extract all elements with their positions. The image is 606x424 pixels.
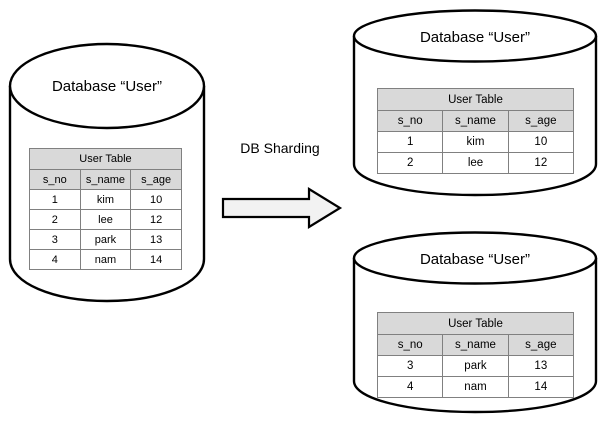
database-title-source: Database “User”	[51, 78, 163, 95]
cell-s-no: 3	[29, 229, 81, 250]
process-label: DB Sharding	[240, 140, 320, 156]
column-header-s-name: s_name	[79, 169, 132, 190]
cell-s-no: 1	[376, 131, 444, 153]
table-row: 1 kim 10	[29, 189, 182, 210]
cell-s-name: kim	[442, 131, 509, 153]
table-title-row: User Table	[377, 312, 574, 335]
db-sharding-arrow	[221, 187, 343, 229]
cell-s-age: 12	[130, 209, 182, 230]
table-title-row: User Table	[377, 88, 574, 111]
table-row: 4 nam 14	[29, 249, 182, 270]
cell-s-age: 10	[507, 131, 575, 153]
column-header-s-no: s_no	[376, 334, 444, 356]
cell-s-age: 10	[130, 189, 182, 210]
user-table-source: User Table s_no s_name s_age 1 kim 10 2 …	[29, 148, 182, 270]
cell-s-name: nam	[79, 249, 132, 270]
table-header-row: s_no s_name s_age	[29, 169, 182, 190]
column-header-s-name: s_name	[442, 110, 509, 132]
table-title: User Table	[377, 88, 574, 111]
cell-s-age: 12	[507, 152, 575, 174]
cell-s-no: 4	[29, 249, 81, 270]
table-row: 3 park 13	[376, 355, 575, 377]
table-row: 2 lee 12	[376, 152, 575, 174]
cell-s-no: 1	[29, 189, 81, 210]
cell-s-age: 13	[130, 229, 182, 250]
cell-s-name: kim	[79, 189, 132, 210]
cell-s-age: 14	[130, 249, 182, 270]
user-table-shard-2: User Table s_no s_name s_age 3 park 13 4…	[376, 312, 575, 398]
table-row: 2 lee 12	[29, 209, 182, 230]
table-row: 4 nam 14	[376, 376, 575, 398]
table-row: 3 park 13	[29, 229, 182, 250]
table-header-row: s_no s_name s_age	[376, 110, 575, 132]
table-title-row: User Table	[29, 148, 182, 170]
table-header-row: s_no s_name s_age	[376, 334, 575, 356]
cell-s-name: lee	[79, 209, 132, 230]
cell-s-age: 13	[507, 355, 575, 377]
cell-s-no: 2	[376, 152, 444, 174]
right-arrow-icon	[221, 187, 343, 229]
cell-s-name: park	[442, 355, 509, 377]
cell-s-no: 4	[376, 376, 444, 398]
column-header-s-no: s_no	[29, 169, 81, 190]
cell-s-age: 14	[507, 376, 575, 398]
column-header-s-age: s_age	[507, 334, 575, 356]
user-table-shard-1: User Table s_no s_name s_age 1 kim 10 2 …	[376, 88, 575, 174]
column-header-s-age: s_age	[130, 169, 182, 190]
cell-s-name: nam	[442, 376, 509, 398]
column-header-s-age: s_age	[507, 110, 575, 132]
cell-s-no: 2	[29, 209, 81, 230]
column-header-s-name: s_name	[442, 334, 509, 356]
cell-s-name: park	[79, 229, 132, 250]
table-row: 1 kim 10	[376, 131, 575, 153]
table-title: User Table	[29, 148, 182, 170]
cell-s-no: 3	[376, 355, 444, 377]
column-header-s-no: s_no	[376, 110, 444, 132]
cell-s-name: lee	[442, 152, 509, 174]
database-title-shard-2: Database “User”	[419, 251, 531, 268]
table-title: User Table	[377, 312, 574, 335]
database-title-shard-1: Database “User”	[419, 29, 531, 46]
